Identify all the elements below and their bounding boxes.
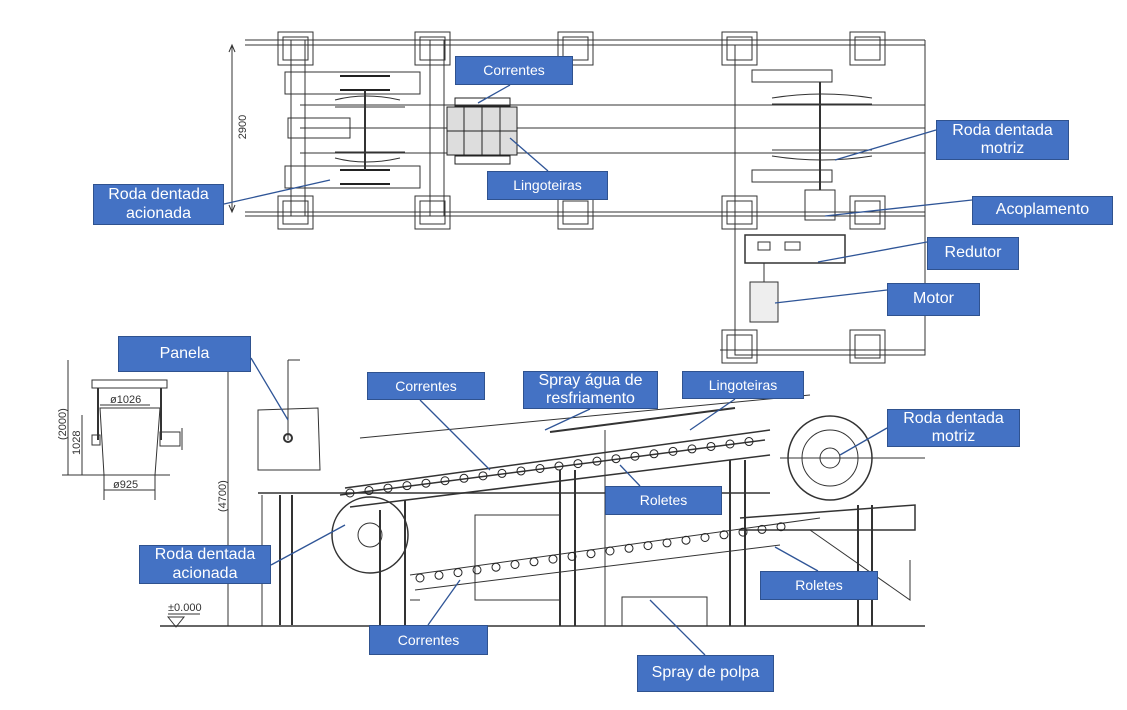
- frame-post: [849, 329, 886, 364]
- frame-post: [849, 195, 886, 230]
- plan-view: 2900: [228, 31, 926, 364]
- chain-roller: [434, 570, 444, 580]
- label-panela: Panela: [118, 336, 251, 372]
- frame-post: [562, 36, 589, 61]
- chain-roller: [776, 522, 786, 532]
- chain-roller: [687, 444, 697, 454]
- chain-roller: [535, 464, 545, 473]
- ground-level-label: ±0.000: [168, 602, 202, 614]
- leader-lines: [223, 84, 973, 656]
- frame-post: [282, 200, 309, 225]
- frame-post: [854, 334, 881, 359]
- ladle-bottom-diameter: ø925: [113, 479, 138, 491]
- ladle-top-diameter: ø1026: [110, 394, 141, 406]
- label-lower-correntes: Correntes: [369, 625, 488, 655]
- frame-post: [854, 36, 881, 61]
- side-view: ±0.000 ø1026 ø925 1028 (2000) (4700): [57, 359, 925, 628]
- chain-roller: [630, 451, 640, 461]
- chain-roller: [719, 530, 729, 540]
- frame-post: [562, 200, 589, 225]
- frame-post: [726, 200, 753, 225]
- chain-roller: [440, 476, 450, 486]
- chain-roller: [459, 473, 469, 483]
- chain-roller: [744, 437, 754, 447]
- chain-roller: [605, 546, 615, 556]
- label-top-roda-motriz: Roda dentada motriz: [936, 120, 1069, 160]
- chain-roller: [529, 557, 539, 567]
- chain-roller: [681, 535, 691, 545]
- chain-roller: [643, 541, 653, 551]
- chain-roller: [592, 456, 602, 466]
- chain-roller: [725, 439, 735, 449]
- label-side-roda-motriz: Roda dentada motriz: [887, 409, 1020, 447]
- label-acoplamento: Acoplamento: [972, 196, 1113, 225]
- frame-post: [557, 31, 594, 66]
- frame-post: [849, 31, 886, 66]
- frame-post: [277, 195, 314, 230]
- frame-post: [277, 31, 314, 66]
- frame-post: [726, 36, 753, 61]
- chain-roller: [516, 466, 526, 476]
- chain-roller: [649, 449, 659, 459]
- chain-roller: [700, 533, 710, 542]
- chain-roller: [668, 446, 678, 456]
- label-side-lingoteiras: Lingoteiras: [682, 371, 804, 399]
- chain-roller: [491, 562, 501, 572]
- label-spray-agua: Spray água de resfriamento: [523, 371, 658, 409]
- label-top-correntes: Correntes: [455, 56, 573, 85]
- chain-roller: [624, 543, 634, 553]
- label-top-lingoteiras: Lingoteiras: [487, 171, 608, 200]
- ladle-height-dimension: 1028: [71, 431, 83, 455]
- chain-roller: [573, 459, 583, 469]
- chain-roller: [453, 568, 463, 578]
- label-motor: Motor: [887, 283, 980, 316]
- chain-roller: [364, 486, 374, 496]
- label-side-roletes: Roletes: [605, 486, 722, 515]
- chain-roller: [415, 573, 425, 583]
- label-spray-polpa: Spray de polpa: [637, 655, 774, 692]
- chain-roller: [510, 560, 520, 569]
- chain-roller: [478, 471, 488, 481]
- frame-post: [282, 36, 309, 61]
- chain-roller: [383, 483, 393, 493]
- label-redutor: Redutor: [927, 237, 1019, 270]
- chain-roller: [472, 565, 482, 575]
- chain-roller: [611, 454, 621, 464]
- chain-roller: [706, 441, 716, 451]
- label-top-roda-acionada: Roda dentada acionada: [93, 184, 224, 225]
- frame-post: [721, 329, 758, 364]
- chain-roller: [345, 488, 355, 498]
- label-side-correntes: Correntes: [367, 372, 485, 400]
- chain-roller: [662, 538, 672, 548]
- frame-post: [726, 334, 753, 359]
- chain-roller: [738, 527, 748, 537]
- frame-post: [419, 200, 446, 225]
- chain-roller: [548, 554, 558, 564]
- frame-post: [414, 31, 451, 66]
- chain-roller: [554, 461, 564, 471]
- frame-post: [414, 195, 451, 230]
- chain-roller: [402, 481, 412, 491]
- label-side-roda-acionada: Roda dentada acionada: [139, 545, 271, 584]
- ladle-total-dimension: (2000): [57, 408, 69, 440]
- total-height-dimension: (4700): [217, 480, 229, 512]
- frame-post: [419, 36, 446, 61]
- chain-roller: [421, 478, 431, 488]
- frame-post: [721, 31, 758, 66]
- chain-roller: [567, 551, 577, 561]
- chain-roller: [586, 549, 596, 559]
- label-lower-roletes: Roletes: [760, 571, 878, 600]
- frame-post: [721, 195, 758, 230]
- plan-width-dimension: 2900: [237, 115, 249, 139]
- chain-roller: [757, 524, 767, 534]
- chain-roller: [497, 468, 507, 478]
